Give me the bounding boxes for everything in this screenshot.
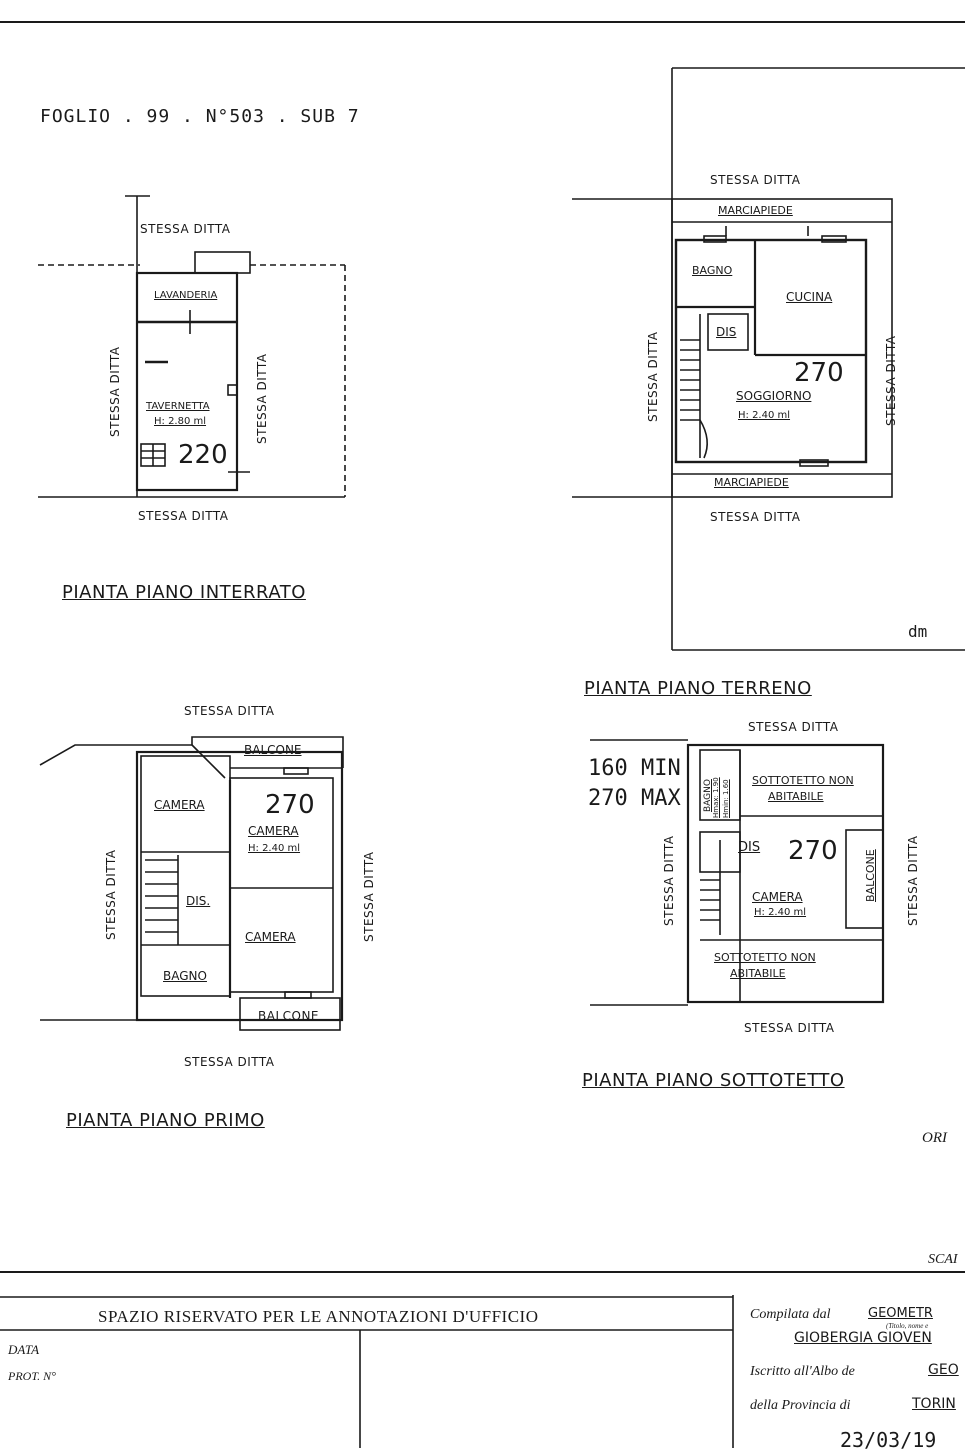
sottotetto-bottom-line2: ABITABILE: [730, 967, 786, 980]
provincia-label: della Provincia di: [750, 1398, 851, 1413]
terreno-neighbor-left: STESSA DITTA: [646, 331, 660, 422]
sottotetto-balcone: BALCONE: [864, 849, 877, 902]
room-dis: DIS: [716, 325, 737, 339]
room-lavanderia: LAVANDERIA: [154, 290, 218, 301]
title-terreno: PIANTA PIANO TERRENO: [584, 678, 812, 699]
sottotetto-max-height: 270 MAX: [588, 786, 681, 811]
sottotetto-bottom-line1: SOTTOTETTO NON: [714, 951, 816, 964]
title-interrato: PIANTA PIANO INTERRATO: [62, 582, 306, 603]
compilata-label: Compilata dal: [750, 1307, 831, 1322]
sottotetto-neighbor-left: STESSA DITTA: [662, 835, 676, 926]
compilata-hint: (Titolo, nome e: [886, 1322, 929, 1330]
sottotetto-neighbor-top: STESSA DITTA: [748, 720, 839, 734]
office-annotations-header: SPAZIO RISERVATO PER LE ANNOTAZIONI D'UF…: [98, 1307, 539, 1326]
room-tavernetta: TAVERNETTA: [146, 401, 210, 412]
sottotetto-top-line1: SOTTOTETTO NON: [752, 774, 854, 787]
plan-terreno: [572, 67, 965, 651]
room-camera-sottotetto: CAMERA: [752, 890, 803, 904]
sottotetto-neighbor-right: STESSA DITTA: [906, 835, 920, 926]
room-dis-primo: DIS.: [186, 894, 211, 908]
terreno-neighbor-bottom: STESSA DITTA: [710, 510, 801, 524]
room-bagno-primo: BAGNO: [163, 969, 207, 983]
plan-sottotetto: [590, 739, 885, 1006]
plan-primo: [39, 736, 344, 1031]
primo-balcone-bottom: BALCONE: [258, 1009, 320, 1023]
primo-neighbor-left: STESSA DITTA: [104, 849, 118, 940]
primo-neighbor-right: STESSA DITTA: [362, 851, 376, 942]
sottotetto-height: H: 2.40 ml: [754, 907, 807, 918]
room-camera-2: CAMERA: [248, 824, 299, 838]
sottotetto-neighbor-bottom: STESSA DITTA: [744, 1021, 835, 1035]
interrato-neighbor-bottom: STESSA DITTA: [138, 509, 229, 523]
terreno-neighbor-right: STESSA DITTA: [884, 335, 898, 426]
title-primo: PIANTA PIANO PRIMO: [66, 1110, 265, 1131]
orientation-label: ORI: [922, 1130, 947, 1146]
sheet-reference: FOGLIO . 99 . N°503 . SUB 7: [40, 106, 360, 127]
primo-balcone-top: BALCONE: [244, 743, 302, 757]
primo-neighbor-bottom: STESSA DITTA: [184, 1055, 275, 1069]
sottotetto-level: 270: [788, 836, 838, 866]
terreno-neighbor-top: STESSA DITTA: [710, 173, 801, 187]
primo-level: 270: [265, 790, 315, 820]
room-soggiorno: SOGGIORNO: [736, 389, 812, 403]
interrato-neighbor-top: STESSA DITTA: [140, 222, 231, 236]
room-camera-3: CAMERA: [245, 930, 296, 944]
room-camera-1: CAMERA: [154, 798, 205, 812]
interrato-neighbor-right: STESSA DITTA: [255, 353, 269, 444]
terreno-marciapiede-bottom: MARCIAPIEDE: [714, 476, 789, 489]
primo-height: H: 2.40 ml: [248, 843, 301, 854]
terreno-height: H: 2.40 ml: [738, 410, 791, 421]
date-value: 23/03/19: [840, 1428, 937, 1452]
iscritto-label: Iscritto all'Albo de: [750, 1364, 855, 1379]
terreno-marciapiede-top: MARCIAPIEDE: [718, 204, 793, 217]
sottotetto-bagno-hmin: Hmin: 1.60: [722, 779, 730, 818]
plan-interrato: [38, 195, 346, 498]
terreno-signature: dm: [908, 622, 928, 641]
prot-label: PROT. N°: [8, 1369, 56, 1383]
interrato-height: H: 2.80 ml: [154, 416, 207, 427]
sottotetto-dis: DIS: [738, 840, 761, 855]
primo-neighbor-top: STESSA DITTA: [184, 704, 275, 718]
terreno-level: 270: [794, 358, 844, 388]
author-name: GIOBERGIA GIOVEN: [794, 1330, 932, 1346]
interrato-level: 220: [178, 440, 228, 470]
data-label: DATA: [8, 1342, 40, 1357]
room-bagno: BAGNO: [692, 264, 733, 277]
sottotetto-min-height: 160 MIN: [588, 756, 681, 781]
interrato-neighbor-left: STESSA DITTA: [108, 346, 122, 437]
compilata-value: GEOMETR: [868, 1306, 933, 1321]
sottotetto-bagno-hmax: Hmax: 1.90: [712, 777, 720, 818]
scale-label: SCAI: [928, 1252, 958, 1267]
room-cucina: CUCINA: [786, 290, 833, 304]
title-sottotetto: PIANTA PIANO SOTTOTETTO: [582, 1070, 845, 1091]
provincia-value: TORIN: [912, 1396, 956, 1412]
footer-box: [0, 1271, 965, 1448]
iscritto-value: GEO: [928, 1362, 959, 1378]
sottotetto-top-line2: ABITABILE: [768, 790, 824, 803]
